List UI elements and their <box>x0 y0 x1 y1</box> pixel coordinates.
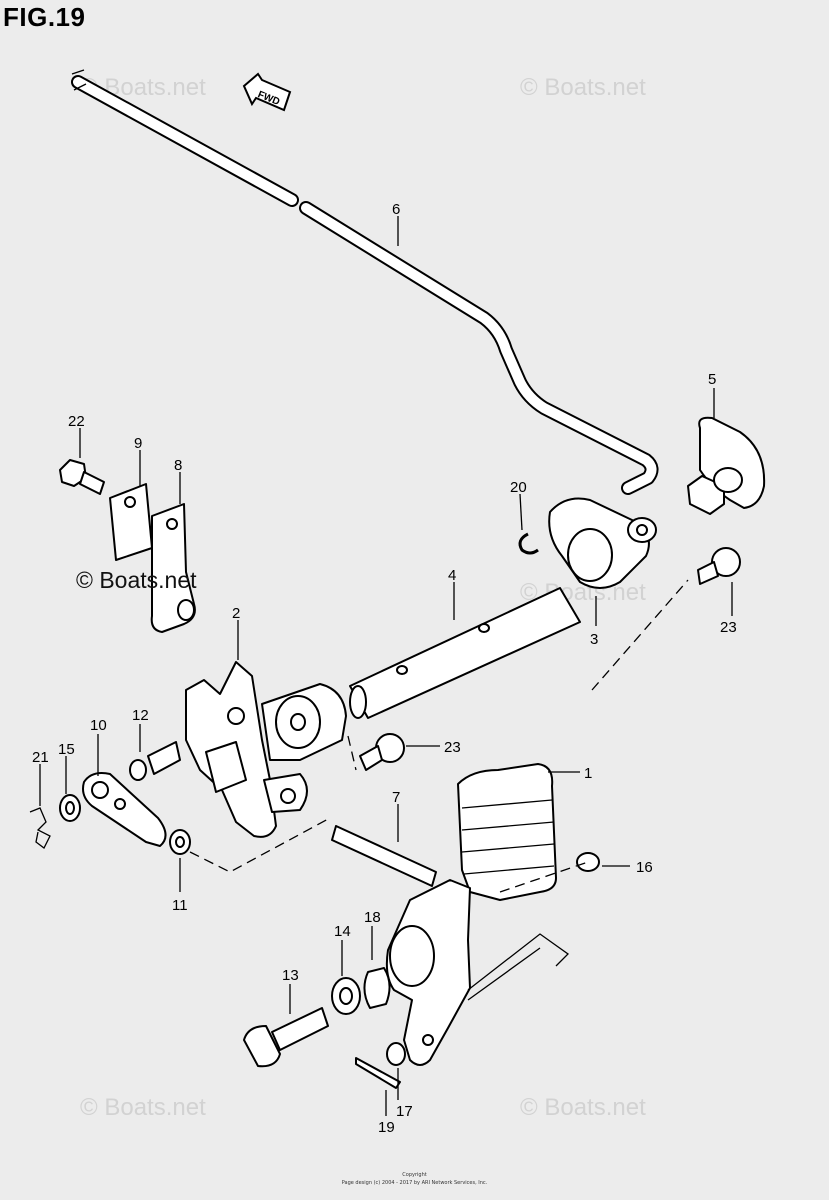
fwd-arrow-icon: FWD <box>242 72 292 112</box>
bolt-part-23-middle <box>359 733 405 771</box>
cotter-pin-part-19 <box>355 1057 401 1089</box>
footer-page-design: Page design (c) 2004 - 2017 by ARI Netwo… <box>341 1180 488 1186</box>
callout-19: 19 <box>378 1119 395 1136</box>
bracket-part-8 <box>150 503 196 633</box>
washer-part-15-hole <box>65 801 75 815</box>
callout-23-upper: 23 <box>720 619 737 636</box>
callout-14: 14 <box>334 923 351 940</box>
pin-part-12 <box>129 741 181 781</box>
callout-13: 13 <box>282 967 299 984</box>
callout-10: 10 <box>90 717 107 734</box>
spring-washer-part-18 <box>363 967 391 1009</box>
callout-7: 7 <box>392 789 400 806</box>
callout-16: 16 <box>636 859 653 876</box>
stud-bolt-part-7 <box>331 825 437 887</box>
arm-lever-part-3 <box>548 497 657 589</box>
callout-18: 18 <box>364 909 381 926</box>
e-clip-part-20 <box>518 532 539 555</box>
callout-21: 21 <box>32 749 49 766</box>
callout-23-middle: 23 <box>444 739 461 756</box>
callout-22: 22 <box>68 413 85 430</box>
bolt-part-22 <box>59 459 105 495</box>
callout-15: 15 <box>58 741 75 758</box>
watermark-bottom-left: © Boats.net <box>80 1094 206 1121</box>
shift-cam-part-2 <box>185 661 347 838</box>
washer-part-17 <box>386 1042 406 1066</box>
callout-8: 8 <box>174 457 182 474</box>
nut-part-11 <box>169 829 191 855</box>
washer-part-14-hole <box>339 987 353 1005</box>
watermark-dark: © Boats.net <box>76 567 197 593</box>
callout-20: 20 <box>510 479 527 496</box>
connector-part-5 <box>687 416 766 515</box>
shift-rod-part-6 <box>71 69 659 495</box>
callout-4: 4 <box>448 567 456 584</box>
callout-5: 5 <box>708 371 716 388</box>
callout-17: 17 <box>396 1103 413 1120</box>
callout-12: 12 <box>132 707 149 724</box>
callout-9: 9 <box>134 435 142 452</box>
watermark-bottom-right: © Boats.net <box>520 1094 646 1121</box>
callout-2: 2 <box>232 605 240 622</box>
callout-6: 6 <box>392 201 400 218</box>
callout-11: 11 <box>172 897 188 914</box>
watermark-top-right: © Boats.net <box>520 74 646 101</box>
bolt-part-23-upper <box>697 547 741 585</box>
callout-1: 1 <box>584 765 592 782</box>
shift-pedal-part-1 <box>385 763 570 1066</box>
callout-3: 3 <box>590 631 598 648</box>
figure-title: FIG.19 <box>3 2 86 32</box>
clip-part-21 <box>29 807 51 849</box>
washer-part-16 <box>576 852 600 872</box>
footer-copyright: Copyright <box>402 1172 427 1178</box>
shaft-part-4 <box>349 587 581 719</box>
bolt-part-13 <box>243 1007 329 1068</box>
link-arm-part-10 <box>82 772 167 847</box>
plate-part-9 <box>109 483 153 561</box>
